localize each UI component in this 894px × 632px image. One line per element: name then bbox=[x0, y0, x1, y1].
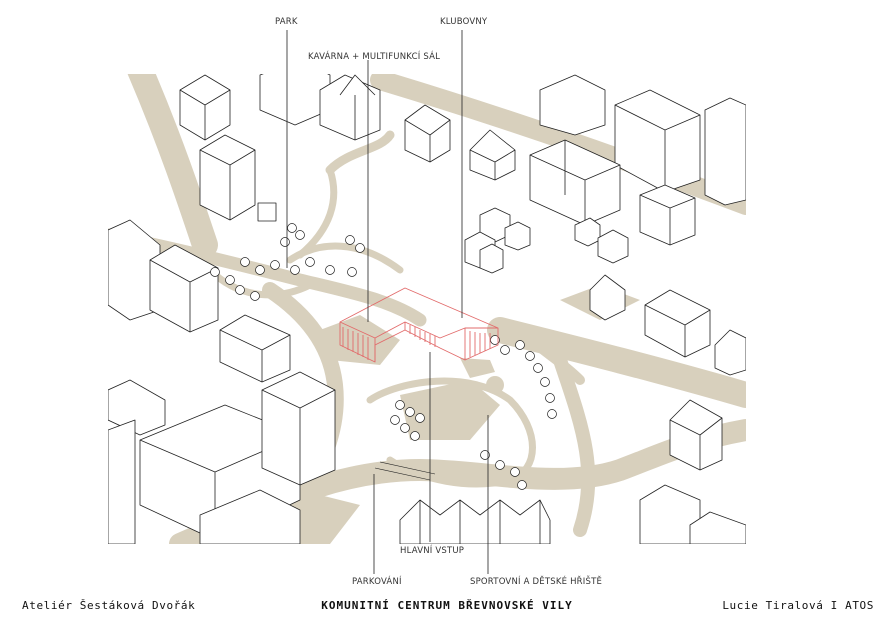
label-kavarna: KAVÁRNA + MULTIFUNKCÍ SÁL bbox=[308, 52, 441, 62]
footer-title: KOMUNITNÍ CENTRUM BŘEVNOVSKÉ VILY bbox=[321, 599, 573, 612]
label-parkovani: PARKOVÁNÍ bbox=[352, 577, 402, 587]
label-sportovni: SPORTOVNÍ A DĚTSKÉ HŘIŠTĚ bbox=[470, 577, 603, 587]
label-klubovny: KLUBOVNY bbox=[440, 17, 488, 27]
leader-lines bbox=[286, 30, 489, 574]
label-hlavni-vstup: HLAVNÍ VSTUP bbox=[400, 546, 465, 556]
trees bbox=[210, 223, 557, 490]
label-park: PARK bbox=[275, 17, 298, 27]
footer-author: Lucie Tiralová I ATOS bbox=[722, 599, 874, 612]
buildings bbox=[108, 74, 746, 544]
parking-area bbox=[374, 461, 436, 481]
community-centre-building bbox=[339, 287, 499, 363]
footer-studio: Ateliér Šestáková Dvořák bbox=[22, 599, 196, 612]
